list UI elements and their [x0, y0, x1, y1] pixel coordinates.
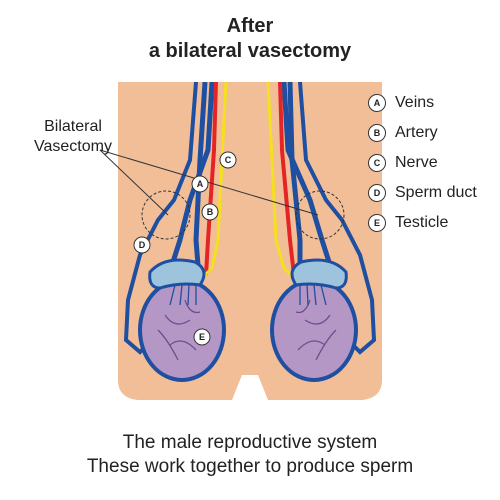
legend-label: Veins	[395, 94, 435, 111]
right-sperm-duct	[298, 81, 377, 355]
badge-a-text: A	[197, 179, 204, 189]
left-vasectomy-site	[141, 190, 191, 240]
legend-label: Artery	[395, 124, 438, 141]
caption-line-2: These work together to produce sperm	[86, 456, 414, 477]
left-testicle-vessels	[157, 299, 201, 361]
right-testicle-vessels	[295, 299, 337, 361]
legend-label: Sperm duct	[395, 184, 477, 201]
legend-badge: C	[368, 154, 386, 172]
left-nerve	[198, 81, 228, 282]
badge-a: A	[191, 175, 209, 193]
left-testicle	[138, 278, 226, 382]
callout-line-2: Vasectomy	[34, 138, 112, 155]
legend-badge: B	[368, 124, 386, 142]
caption-line-1: The male reproductive system	[122, 432, 378, 453]
badge-b: B	[201, 203, 219, 221]
title-line-2: a bilateral vasectomy	[148, 40, 352, 62]
legend-item-veins: A Veins	[368, 88, 498, 118]
right-testicle	[270, 278, 358, 382]
right-epididymis	[290, 258, 348, 290]
legend-item-nerve: C Nerve	[368, 148, 498, 178]
right-vein-2	[281, 81, 333, 266]
badge-d: D	[133, 236, 151, 254]
legend-label: Nerve	[395, 154, 438, 171]
badge-b-text: B	[207, 207, 214, 217]
legend-badge: E	[368, 214, 386, 232]
legend-badge: A	[368, 94, 386, 112]
left-epididymis-tubes	[169, 283, 197, 306]
left-sperm-duct	[123, 81, 198, 355]
legend-item-testicle: E Testicle	[368, 208, 498, 238]
badge-e-text: E	[199, 332, 205, 342]
legend-label: Testicle	[395, 214, 449, 231]
right-artery	[278, 81, 296, 276]
legend: A Veins B Artery C Nerve D Sperm duct E …	[368, 88, 498, 238]
badge-c-text: C	[225, 155, 232, 165]
callout-line-right	[99, 149, 319, 216]
badge-d-text: D	[139, 240, 146, 250]
legend-badge: D	[368, 184, 386, 202]
left-epididymis	[148, 258, 206, 290]
badge-c: C	[219, 151, 237, 169]
legend-item-artery: B Artery	[368, 118, 498, 148]
left-artery	[204, 81, 218, 276]
bilateral-vasectomy-label: Bilateral Vasectomy	[18, 117, 128, 157]
right-nerve	[266, 81, 298, 282]
left-vein-2	[169, 81, 215, 266]
right-epididymis-tubes	[299, 283, 327, 306]
legend-item-sperm-duct: D Sperm duct	[368, 178, 498, 208]
callout-line-1: Bilateral	[44, 118, 102, 135]
badge-e: E	[193, 328, 211, 346]
title-line-1: After	[226, 15, 274, 37]
right-vasectomy-site	[295, 190, 345, 240]
callout-line-left	[99, 149, 169, 216]
